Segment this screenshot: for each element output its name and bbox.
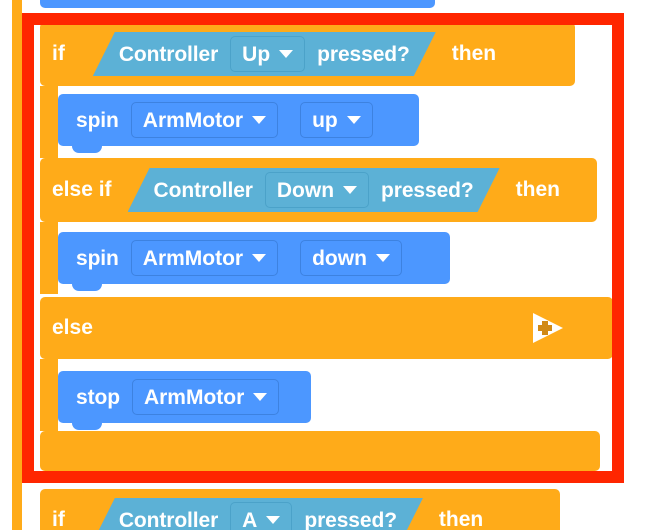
stop-device-label: ArmMotor xyxy=(143,385,245,409)
spin-device-label: ArmMotor xyxy=(142,108,244,132)
controller-button-label: Down xyxy=(276,178,335,202)
pressed-suffix-label: pressed? xyxy=(304,508,397,530)
chevron-down-icon xyxy=(375,254,390,262)
outer-block-left-edge xyxy=(12,0,22,530)
controller-up-pressed-boolean[interactable]: Controller Up pressed? xyxy=(93,32,436,76)
spin-direction-label: down xyxy=(312,246,367,270)
spin-block-partial[interactable] xyxy=(40,0,435,8)
spin-direction-label: up xyxy=(312,108,338,132)
elseif-keyword: else if xyxy=(52,178,112,201)
controller-button-dropdown[interactable]: Down xyxy=(265,172,369,208)
spin-device-dropdown[interactable]: ArmMotor xyxy=(130,102,279,138)
if-keyword: if xyxy=(52,42,65,65)
controller-button-dropdown[interactable]: Up xyxy=(230,36,305,72)
block-bump xyxy=(72,422,102,430)
controller-prefix-label: Controller xyxy=(153,178,253,202)
else-keyword: else xyxy=(52,316,93,339)
elseif-clause-header[interactable]: else if Controller Down pressed? then xyxy=(40,158,597,222)
chevron-down-icon xyxy=(252,254,267,262)
then-keyword: then xyxy=(515,178,560,201)
spin-device-label: ArmMotor xyxy=(142,246,244,270)
elseif-clause-spine xyxy=(40,222,58,294)
if-block-footer[interactable] xyxy=(40,431,600,478)
block-bump xyxy=(54,470,84,478)
controller-down-pressed-boolean[interactable]: Controller Down pressed? xyxy=(128,168,500,212)
chevron-down-icon xyxy=(252,116,267,124)
then-keyword: then xyxy=(451,42,497,65)
if-clause-spine xyxy=(40,86,58,158)
chevron-down-icon xyxy=(279,50,293,58)
chevron-down-icon xyxy=(253,393,268,401)
block-bump xyxy=(72,145,102,153)
add-plus-triangle-icon[interactable] xyxy=(530,312,564,344)
controller-prefix-label: Controller xyxy=(118,508,219,530)
block-bump xyxy=(72,283,102,291)
next-if-keyword: if xyxy=(52,508,65,530)
chevron-down-icon xyxy=(346,116,361,124)
else-clause-spine xyxy=(40,359,58,431)
else-clause-header[interactable]: else xyxy=(40,297,613,359)
pressed-suffix-label: pressed? xyxy=(317,42,410,66)
block-notch xyxy=(72,94,102,102)
controller-button-label: A xyxy=(242,508,258,530)
next-if-clause-header[interactable]: if Controller A pressed? then xyxy=(40,489,560,530)
next-then-keyword: then xyxy=(438,508,484,530)
spin-keyword: spin xyxy=(76,246,119,270)
spin-block-down[interactable]: spin ArmMotor down xyxy=(58,232,450,291)
chevron-down-icon xyxy=(266,516,280,524)
chevron-down-icon xyxy=(343,186,357,194)
pressed-suffix-label: pressed? xyxy=(381,178,474,202)
block-notch xyxy=(54,22,84,30)
spin-keyword: spin xyxy=(76,108,119,132)
block-notch xyxy=(72,232,102,240)
if-clause-header[interactable]: if Controller Up pressed? then xyxy=(40,22,575,86)
stop-block[interactable]: stop ArmMotor xyxy=(58,371,311,430)
spin-device-dropdown[interactable]: ArmMotor xyxy=(130,240,279,276)
spin-block-up[interactable]: spin ArmMotor up xyxy=(58,94,419,153)
spin-direction-dropdown[interactable]: up xyxy=(300,102,373,138)
spin-direction-dropdown[interactable]: down xyxy=(300,240,402,276)
stop-device-dropdown[interactable]: ArmMotor xyxy=(131,379,280,415)
block-notch xyxy=(72,371,102,379)
stop-keyword: stop xyxy=(76,385,120,409)
controller-button-label: Up xyxy=(242,42,271,66)
controller-button-dropdown[interactable]: A xyxy=(230,502,292,530)
controller-a-pressed-boolean[interactable]: Controller A pressed? xyxy=(93,498,423,530)
block-notch xyxy=(54,489,84,497)
controller-prefix-label: Controller xyxy=(118,42,219,66)
